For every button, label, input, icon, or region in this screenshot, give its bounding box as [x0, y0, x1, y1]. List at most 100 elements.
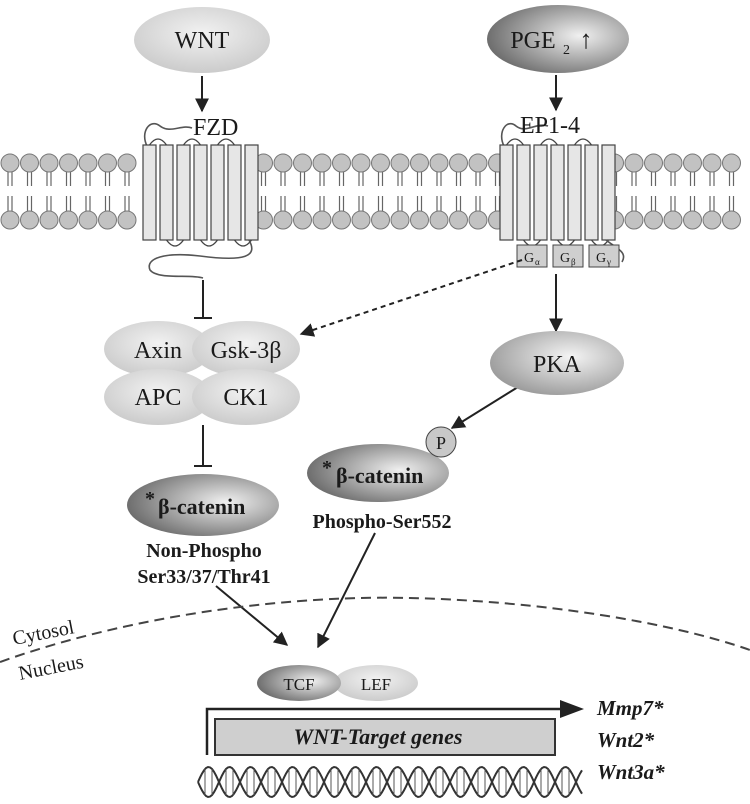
lipid-head-top — [683, 153, 702, 173]
lipid — [494, 171, 501, 211]
pka-to-catenin-arrow — [450, 386, 519, 429]
lipid — [358, 171, 364, 211]
nuclear-envelope — [0, 596, 750, 663]
right-catenin-to-tcf-arrow — [317, 532, 376, 649]
lipid — [124, 171, 130, 211]
lipid-head-bottom — [702, 210, 722, 230]
lipid-head-bottom — [39, 210, 59, 230]
lipid — [670, 171, 676, 211]
lipid-head-top — [78, 153, 98, 173]
lipid-head-bottom — [312, 210, 332, 230]
lipid-head-bottom — [0, 210, 20, 230]
extracellular-loop — [182, 138, 202, 146]
lipid-head-top — [468, 153, 488, 173]
g-alpha-subscript: α — [535, 257, 540, 267]
pge2-subscript: 2 — [563, 43, 570, 58]
extracellular-loop — [539, 138, 559, 146]
lipid-head-bottom — [722, 210, 741, 230]
lipid-head-top — [293, 153, 312, 173]
lipid-head-bottom — [390, 210, 410, 230]
lipid-head-bottom — [410, 210, 429, 230]
gene-mmp7: Mmp7* — [596, 696, 664, 720]
lipid — [416, 171, 423, 211]
lipid-head-top — [390, 153, 410, 173]
n-terminal-tail — [500, 122, 549, 147]
lipid — [455, 171, 462, 211]
lipid-head-top — [410, 153, 429, 173]
transmembrane-helix — [499, 144, 514, 241]
lipid-head-bottom — [332, 210, 351, 230]
lipid-head-top — [312, 153, 332, 173]
transmembrane-helix — [159, 144, 174, 241]
lipid — [65, 171, 72, 211]
target-genes-label: WNT-Target genes — [294, 724, 463, 749]
cell-membrane — [0, 153, 741, 230]
lipid-head-top — [20, 153, 39, 173]
lipid-head-top — [722, 153, 741, 173]
lef-label: LEF — [361, 675, 391, 694]
dna-helix — [197, 765, 583, 799]
extracellular-loop — [573, 138, 593, 146]
cytosol-label: Cytosol — [11, 616, 77, 650]
lipid-head-bottom — [273, 210, 293, 230]
ck1-label: CK1 — [223, 385, 268, 411]
left-catenin-star: * — [145, 488, 155, 510]
extracellular-loop — [505, 138, 525, 146]
fzd-receptor — [142, 122, 259, 279]
extracellular-loop — [148, 138, 168, 146]
transmembrane-helix — [176, 144, 191, 241]
g-protein-subunits: G α G β G γ — [516, 244, 620, 268]
lipid-head-top — [624, 153, 644, 173]
lipid-head-top — [429, 153, 449, 173]
phospho-ser552-label: Phospho-Ser552 — [313, 511, 452, 533]
lipid-head-top — [332, 153, 351, 173]
lipid — [338, 171, 345, 211]
lipid-head-top — [39, 153, 59, 173]
left-catenin-to-tcf-arrow — [215, 585, 289, 646]
lipid-head-bottom — [117, 210, 137, 230]
lipid-head-bottom — [78, 210, 98, 230]
apc-label: APC — [135, 385, 182, 411]
c-terminal-tail — [148, 239, 253, 279]
lipid — [436, 171, 442, 211]
lipid-head-top — [117, 153, 137, 173]
transmembrane-helix — [601, 144, 616, 241]
lipid-head-bottom — [429, 210, 449, 230]
nucleus-label: Nucleus — [17, 651, 86, 685]
lipid — [475, 171, 481, 211]
phosphate-label: P — [436, 433, 446, 453]
transmembrane-helix — [516, 144, 531, 241]
transmembrane-helix — [567, 144, 582, 241]
wnt-label: WNT — [175, 28, 230, 54]
transmembrane-helix — [193, 144, 208, 241]
transmembrane-helix — [227, 144, 242, 241]
lipid-head-top — [371, 153, 390, 173]
lipid-head-top — [273, 153, 293, 173]
lipid — [689, 171, 696, 211]
dna-strand-a — [197, 765, 583, 799]
fzd-label: FZD — [193, 115, 238, 141]
lipid-head-top — [449, 153, 468, 173]
lipid-head-top — [59, 153, 78, 173]
lipid-head-bottom — [468, 210, 488, 230]
gene-wnt2: Wnt2* — [597, 728, 655, 752]
lipid-head-top — [663, 153, 683, 173]
transmembrane-helix — [533, 144, 548, 241]
lipid — [319, 171, 325, 211]
transmembrane-helix — [550, 144, 565, 241]
axin-label: Axin — [134, 338, 182, 364]
lipid-head-top — [644, 153, 663, 173]
increase-arrow-icon: ↑ — [580, 25, 593, 54]
lipid — [299, 171, 306, 211]
ep-receptor — [499, 122, 625, 263]
phospho-beta-catenin: P * β-catenin Phospho-Ser552 — [307, 426, 457, 533]
gprotein-to-gsk-dashed-arrow — [299, 259, 523, 337]
destruction-complex: Axin Gsk-3β APC CK1 — [104, 321, 300, 425]
target-genes-box: WNT-Target genes — [214, 718, 556, 756]
n-terminal-tail — [143, 122, 193, 147]
pge2-ligand: PGE 2 ↑ — [487, 5, 629, 73]
lipid-head-bottom — [683, 210, 702, 230]
right-catenin-label: β-catenin — [336, 463, 423, 488]
nonphospho-beta-catenin: * β-catenin Non-Phospho Ser33/37/Thr41 — [127, 474, 279, 588]
